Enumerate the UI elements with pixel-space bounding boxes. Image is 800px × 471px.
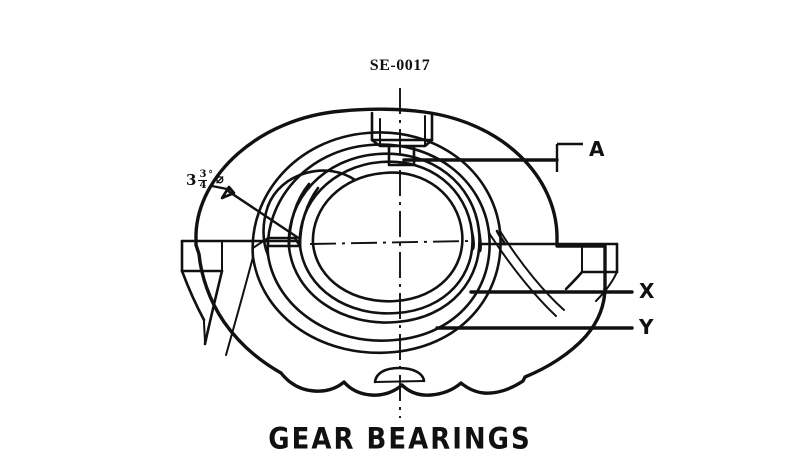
leader-label-y: Y [639,315,654,339]
bearing-bore [311,171,464,303]
left-mounting-flange [180,239,302,356]
bearing-shell-outer [287,152,481,324]
leader-label-a: A [589,137,605,161]
section-cutaway-wedge [252,169,357,257]
housing-outer-body [194,107,607,397]
dimension-leader-line [211,184,301,240]
top-cap-boss [370,111,434,167]
dimension-whole-number: 3 [186,171,197,190]
dimension-denominator: 4 [199,180,207,192]
dimension-numerator: 3 [198,169,208,182]
dimension-note: 3 3 4 ° ⌀ [186,169,224,192]
diameter-symbol-icon: ⌀ [215,172,224,188]
dimension-fraction: 3 4 [198,169,208,192]
centerlines [309,88,471,418]
leader-line-a [402,142,583,172]
leader-label-x: X [639,279,655,303]
drawing-caption: GEAR BEARINGS [268,422,532,457]
degree-mark: ° [208,170,213,181]
part-number-label: SE-0017 [369,57,431,74]
horizontal-centerline [309,240,471,245]
right-mounting-flange [488,230,619,317]
